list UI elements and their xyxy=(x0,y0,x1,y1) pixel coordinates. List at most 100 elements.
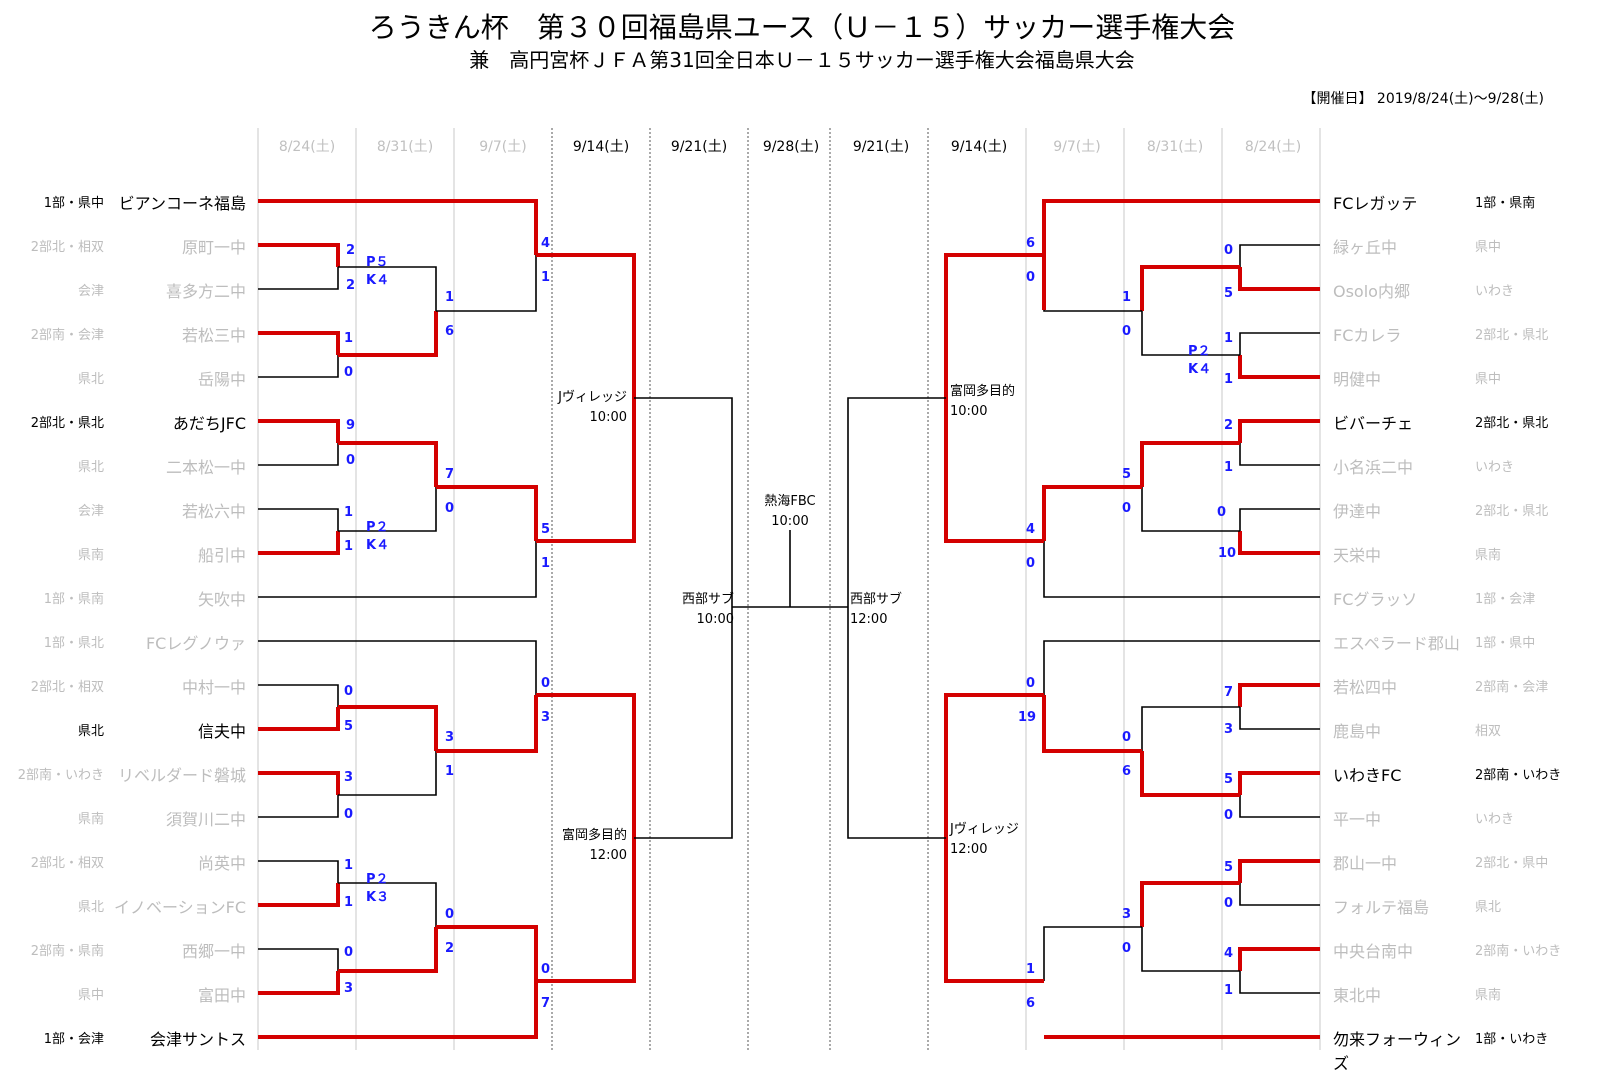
bracket-path xyxy=(258,640,537,695)
left-team-name: 尚英中 xyxy=(197,854,246,873)
bracket-path xyxy=(258,795,339,818)
bracket-path xyxy=(258,541,537,598)
match-score: 1 xyxy=(445,764,455,779)
right-team-division: 2部北・県中 xyxy=(1475,856,1549,871)
bracket-path xyxy=(1042,199,1320,310)
match-score: 0 xyxy=(541,962,551,977)
bracket-path xyxy=(338,311,438,357)
match-score: 2 xyxy=(445,941,455,956)
match-score: 5 xyxy=(1224,772,1234,787)
bracket-path xyxy=(1239,707,1320,730)
left-team-name: 二本松一中 xyxy=(165,458,246,477)
match-score: 3 xyxy=(344,770,354,785)
left-team-division: 2部北・相双 xyxy=(30,240,104,255)
right-team-division: 1部・いわき xyxy=(1475,1032,1549,1047)
left-team-division: 会津 xyxy=(77,284,104,299)
match-score: 19 xyxy=(1018,710,1037,725)
penalty-score: P２ xyxy=(1188,344,1211,359)
bracket-path xyxy=(536,253,636,398)
left-team-name: 若松六中 xyxy=(181,502,246,521)
bracket-path xyxy=(1239,443,1320,466)
right-team-division: 1部・県中 xyxy=(1475,636,1536,651)
right-team-name: 中央台南中 xyxy=(1333,942,1414,961)
right-team-name: FCグラッソ xyxy=(1333,590,1418,609)
penalty-score: P２ xyxy=(366,872,389,887)
bracket-path xyxy=(1239,332,1320,355)
right-team-division: いわき xyxy=(1475,284,1515,299)
page-title: ろうきん杯 第３０回福島県ユース（Ｕ－１５）サッカー選手権大会 xyxy=(368,11,1236,44)
left-team-division: 1部・県中 xyxy=(43,196,104,211)
match-score: 1 xyxy=(1026,962,1036,977)
right-team-name: FCレガッテ xyxy=(1333,194,1418,213)
match-score: 0 xyxy=(344,945,354,960)
match-score: 1 xyxy=(1224,983,1234,998)
right-team-division: 1部・会津 xyxy=(1475,592,1536,607)
bracket-path xyxy=(436,695,538,753)
right-team-division: 2部南・いわき xyxy=(1475,944,1562,959)
right-team-division: いわき xyxy=(1475,812,1515,827)
left-team-name: 富田中 xyxy=(197,986,246,1005)
bracket-path xyxy=(258,707,340,731)
bracket-path xyxy=(1239,883,1320,906)
match-score: 5 xyxy=(1224,860,1234,875)
match-score: 5 xyxy=(541,522,551,537)
left-team-division: 2部南・会津 xyxy=(30,328,104,343)
venue-time: 12:00 xyxy=(850,612,888,627)
right-team-name: 伊達中 xyxy=(1333,502,1382,521)
left-team-name: 会津サントス xyxy=(149,1030,246,1049)
match-score: 0 xyxy=(346,453,356,468)
match-score: 1 xyxy=(1224,372,1234,387)
bracket-path xyxy=(1238,267,1320,291)
match-score: 4 xyxy=(1026,522,1036,537)
match-score: 2 xyxy=(1224,418,1234,433)
bracket-path xyxy=(258,981,538,1039)
left-team-name: FCレグノウァ xyxy=(145,634,246,653)
venue-time: 10:00 xyxy=(771,514,809,529)
right-team-name: 勿来フォーウィンズ xyxy=(1333,1030,1462,1073)
bracket-path xyxy=(338,751,437,796)
match-score: 2 xyxy=(346,243,356,258)
bracket-path xyxy=(1140,881,1240,927)
penalty-score: K３ xyxy=(366,890,390,905)
match-score: 7 xyxy=(541,996,551,1011)
left-team-name: 中村一中 xyxy=(181,678,246,697)
round-header: 9/7(土) xyxy=(1053,139,1101,155)
bracket-path xyxy=(258,355,339,378)
penalty-score: K４ xyxy=(1188,362,1212,377)
venue-place: Jヴィレッジ xyxy=(558,390,627,405)
venue-place: Jヴィレッジ xyxy=(950,822,1019,837)
left-team-name: 岳陽中 xyxy=(197,370,246,389)
bracket-path xyxy=(1239,795,1320,818)
match-score: 0 xyxy=(344,807,354,822)
match-score: 1 xyxy=(1122,290,1132,305)
round-header: 9/14(土) xyxy=(572,139,630,155)
left-team-division: 県南 xyxy=(77,548,104,563)
bracket-path xyxy=(1238,771,1320,795)
right-team-name: 緑ヶ丘中 xyxy=(1333,238,1398,257)
bracket-path xyxy=(1140,265,1240,311)
venue-place: 富岡多目的 xyxy=(561,828,627,843)
bracket-path xyxy=(634,397,733,607)
bracket-path xyxy=(258,199,538,255)
match-score: 0 xyxy=(445,501,455,516)
match-score: 0 xyxy=(1224,243,1234,258)
venue-left-qf-top: Jヴィレッジ 10:00 xyxy=(545,388,627,428)
match-score: 0 xyxy=(1224,896,1234,911)
left-team-division: 県北 xyxy=(77,460,104,475)
match-score: 0 xyxy=(541,676,551,691)
right-team-division: 県中 xyxy=(1475,372,1502,387)
bracket-path xyxy=(536,838,636,983)
venue-time: 10:00 xyxy=(589,410,627,425)
bracket-path xyxy=(1042,695,1142,753)
bracket-path xyxy=(1141,487,1240,532)
page-subtitle: 兼 高円宮杯ＪＦＡ第31回全日本Ｕ－１５サッカー選手権大会福島県大会 xyxy=(469,48,1135,72)
bracket-path xyxy=(338,927,438,973)
match-score: 2 xyxy=(346,278,356,293)
left-team-name: 信夫中 xyxy=(197,722,246,741)
right-team-division: 1部・県南 xyxy=(1475,196,1536,211)
right-team-division: 2部北・県北 xyxy=(1475,328,1549,343)
right-team-division: 県南 xyxy=(1475,548,1502,563)
